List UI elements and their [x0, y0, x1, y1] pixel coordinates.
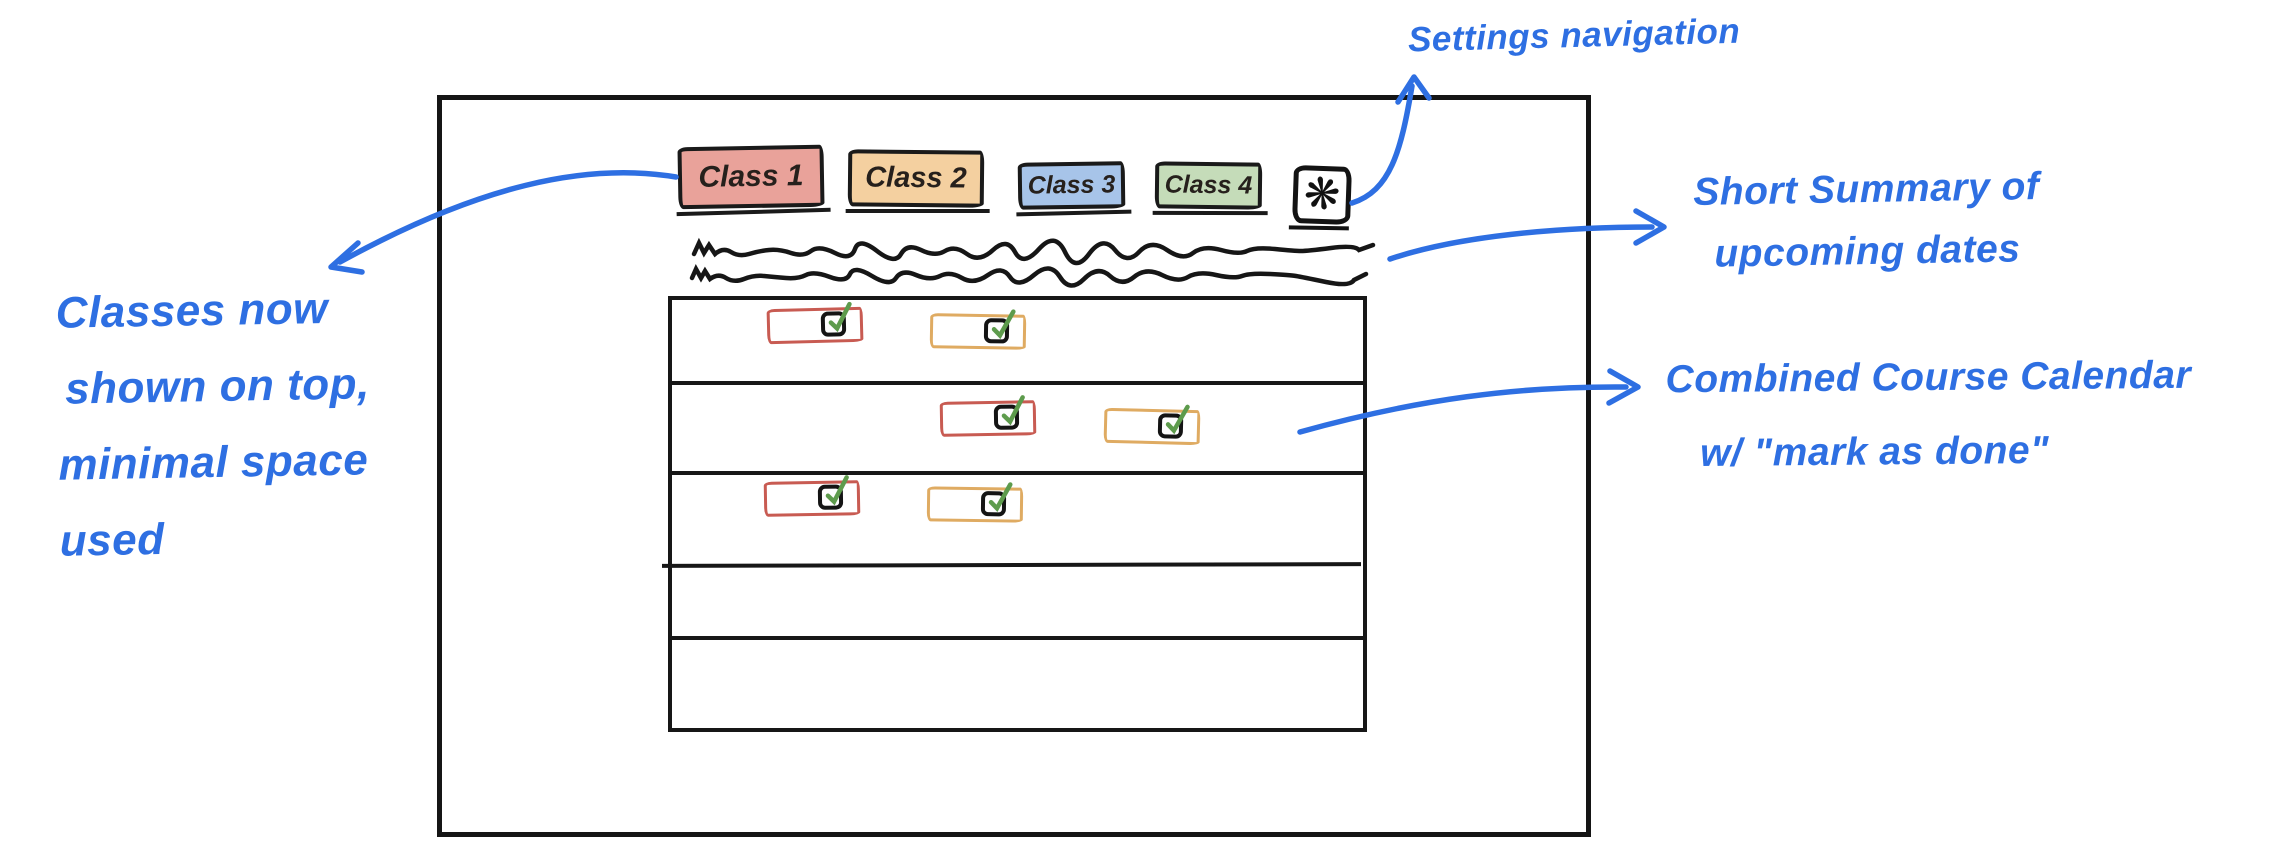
tab-class-1[interactable]: Class 1 — [677, 144, 825, 210]
gear-icon: ❋ — [1300, 167, 1344, 222]
app-window: Class 1 Class 2 Class 3 Class 4 ❋ — [437, 95, 1591, 837]
annotation-line: Combined Course Calendar — [1665, 353, 2192, 402]
mark-as-done-checkbox[interactable] — [993, 395, 1025, 430]
annotation-line: w/ "mark as done" — [1700, 428, 2050, 475]
tab-class-4[interactable]: Class 4 — [1154, 161, 1263, 210]
annotation-line: Short Summary of — [1692, 164, 2040, 215]
annotation-combined-calendar: Combined Course Calendar w/ "mark as don… — [1665, 354, 2192, 507]
calendar-row — [672, 300, 1363, 385]
mark-as-done-checkbox[interactable] — [980, 482, 1013, 517]
arrowhead-summary — [1633, 208, 1667, 246]
annotation-line: upcoming dates — [1714, 227, 2021, 276]
annotation-line: Classes now — [55, 284, 329, 338]
event-chip-class2[interactable] — [929, 309, 1027, 350]
annotation-line: minimal space — [58, 435, 369, 490]
course-calendar — [661, 296, 1367, 732]
event-chip-class1[interactable] — [766, 301, 864, 345]
calendar-row — [661, 475, 1363, 568]
mark-as-done-checkbox[interactable] — [983, 309, 1016, 344]
annotation-line: shown on top, — [64, 359, 371, 414]
arrowhead-classes — [328, 240, 365, 275]
arrowhead-calendar — [1606, 368, 1641, 406]
calendar-row — [672, 385, 1363, 475]
mark-as-done-checkbox[interactable] — [1157, 404, 1190, 439]
mark-as-done-checkbox[interactable] — [817, 475, 849, 510]
annotation-settings-navigation: Settings navigation — [1407, 11, 1741, 60]
mark-as-done-checkbox[interactable] — [820, 301, 852, 337]
event-chip-class1[interactable] — [763, 475, 861, 517]
event-chip-class1[interactable] — [939, 395, 1037, 437]
event-chip-class2[interactable] — [926, 482, 1024, 523]
settings-button[interactable]: ❋ — [1292, 165, 1352, 225]
annotation-classes-on-top: Classes now shown on top, minimal space … — [55, 283, 373, 592]
annotation-short-summary: Short Summary of upcoming dates — [1693, 165, 2041, 295]
calendar-row — [672, 640, 1363, 724]
tab-class-3[interactable]: Class 3 — [1017, 161, 1126, 210]
event-chip-class2[interactable] — [1103, 404, 1201, 446]
annotation-line: used — [59, 514, 165, 566]
summary-placeholder — [689, 237, 1376, 288]
tab-class-2[interactable]: Class 2 — [847, 149, 985, 208]
calendar-row — [672, 563, 1363, 640]
